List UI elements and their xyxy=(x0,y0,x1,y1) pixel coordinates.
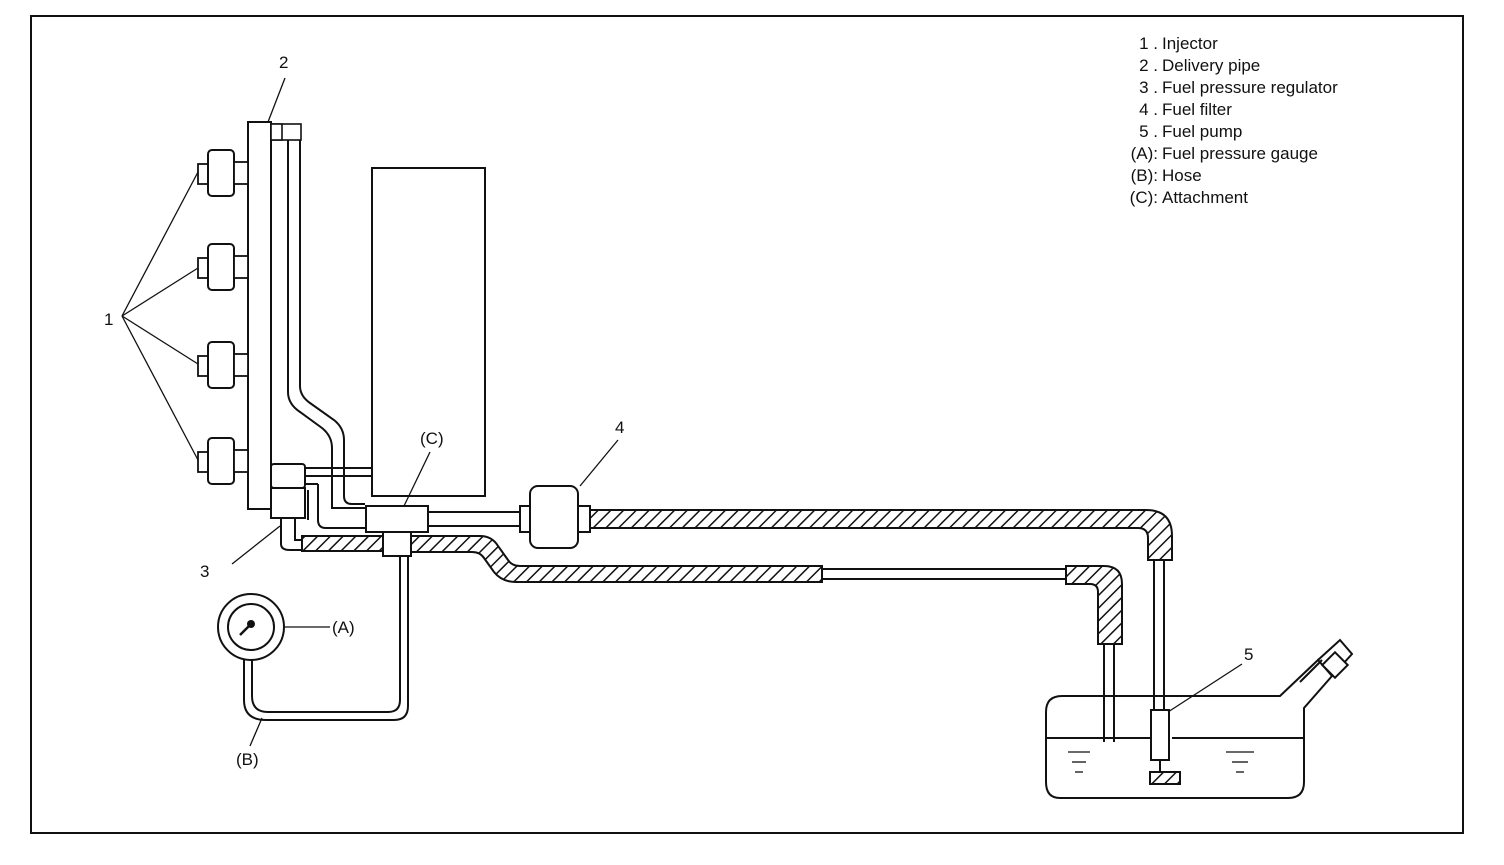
callout-pump: 5 xyxy=(1244,645,1253,664)
callout-delivery-pipe: 2 xyxy=(279,53,288,72)
legend-key-5: 5 . xyxy=(1139,122,1158,141)
injector-leaders xyxy=(121,171,199,461)
injector-2 xyxy=(197,243,249,291)
legend-key-b: (B): xyxy=(1131,166,1158,185)
legend-key-1: 1 . xyxy=(1139,34,1158,53)
legend-text-a: Fuel pressure gauge xyxy=(1162,144,1318,163)
callout-attachment: (C) xyxy=(420,429,444,448)
fuel-filter xyxy=(519,485,591,549)
callout-hose: (B) xyxy=(236,750,259,769)
legend-key-4: 4 . xyxy=(1139,100,1158,119)
callout-filter: 4 xyxy=(615,418,624,437)
legend-key-a: (A): xyxy=(1131,144,1158,163)
delivery-pipe xyxy=(247,121,365,510)
fuel-pump xyxy=(1149,709,1181,785)
legend-text-4: Fuel filter xyxy=(1162,100,1232,119)
engine-block xyxy=(371,167,486,497)
legend-key-c: (C): xyxy=(1130,188,1158,207)
injector-3 xyxy=(197,341,249,389)
legend-key-2: 2 . xyxy=(1139,56,1158,75)
legend-text-2: Delivery pipe xyxy=(1162,56,1260,75)
legend-text-c: Attachment xyxy=(1162,188,1248,207)
legend-text-1: Injector xyxy=(1162,34,1218,53)
callout-gauge: (A) xyxy=(332,618,355,637)
fuel-pressure-regulator xyxy=(270,463,372,551)
legend-text-3: Fuel pressure regulator xyxy=(1162,78,1338,97)
injector-bottom xyxy=(197,437,249,485)
callout-regulator: 3 xyxy=(200,562,209,581)
legend-key-3: 3 . xyxy=(1139,78,1158,97)
fuel-pressure-gauge xyxy=(217,593,285,661)
return-hose xyxy=(301,535,1123,742)
injector-top xyxy=(197,149,249,197)
callout-injector: 1 xyxy=(104,310,113,329)
diagram-frame xyxy=(30,15,1464,834)
legend-text-b: Hose xyxy=(1162,166,1202,185)
legend-text-5: Fuel pump xyxy=(1162,122,1242,141)
fuel-tank xyxy=(1045,638,1354,799)
feed-hose xyxy=(589,509,1173,710)
legend: 1 . Injector 2 . Delivery pipe 3 . Fuel … xyxy=(1130,34,1338,207)
